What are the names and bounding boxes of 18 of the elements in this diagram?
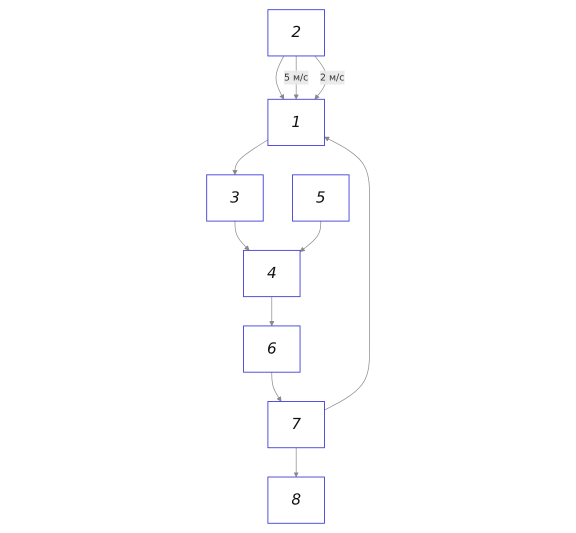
arrow bbox=[271, 372, 282, 402]
arrow bbox=[293, 447, 299, 478]
node-box: 6 bbox=[242, 326, 300, 373]
node-box: 7 bbox=[267, 401, 325, 448]
arrow bbox=[275, 56, 284, 100]
node-box: 5 bbox=[292, 174, 350, 222]
arrow bbox=[232, 140, 268, 176]
node-box: 2 bbox=[267, 9, 325, 56]
node-box: 8 bbox=[267, 476, 325, 524]
node-box: 4 bbox=[242, 250, 300, 298]
arrow bbox=[324, 136, 370, 410]
arrow bbox=[269, 296, 274, 326]
arrow bbox=[234, 220, 250, 251]
arrow bbox=[300, 220, 321, 252]
edge-label: 5 м/с bbox=[284, 72, 308, 83]
node-box: 1 bbox=[267, 98, 325, 146]
node-box: 3 bbox=[206, 174, 264, 222]
edge-label: 2 м/с bbox=[320, 72, 344, 83]
